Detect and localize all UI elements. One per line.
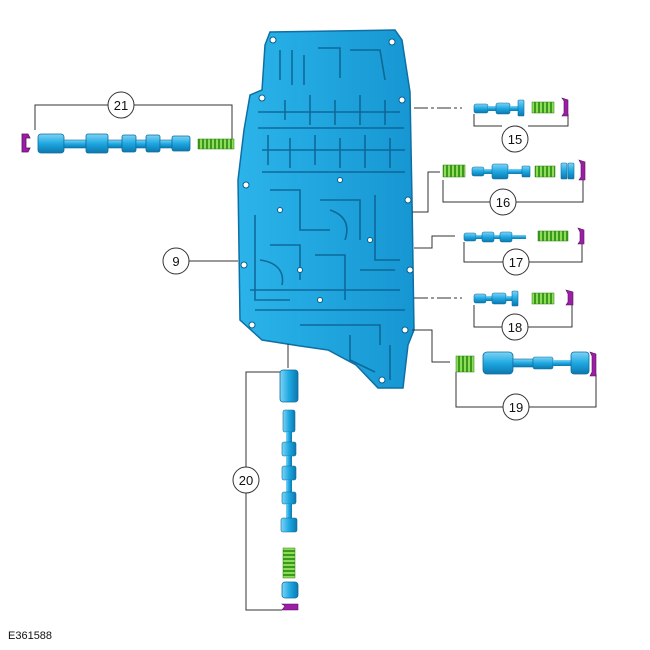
leader-19 — [455, 372, 597, 408]
callout-9: 9 — [162, 247, 190, 275]
callout-16: 16 — [489, 188, 517, 216]
leader-17-axis — [414, 235, 455, 249]
callout-21: 21 — [107, 91, 135, 119]
leader-lines — [34, 104, 597, 611]
valve-assembly-21 — [21, 133, 235, 154]
valve-assembly-17 — [463, 227, 585, 245]
retainer-19 — [589, 351, 597, 377]
callout-20: 20 — [232, 466, 260, 494]
leader-19-axis — [412, 329, 450, 363]
valve-body — [237, 29, 415, 389]
retainer-16 — [578, 159, 586, 181]
spring-16a — [442, 164, 466, 178]
plug-21 — [37, 133, 65, 154]
valve-assembly-15 — [473, 97, 569, 117]
valve-assembly-18 — [473, 289, 574, 307]
retainer-21 — [21, 133, 31, 153]
leader-18 — [473, 305, 573, 328]
leader-15 — [473, 114, 569, 127]
callout-15: 15 — [501, 125, 529, 153]
valve-assembly-19 — [455, 351, 597, 377]
callout-9-label: 9 — [172, 254, 179, 269]
callout-19-label: 19 — [509, 400, 523, 415]
spring-21 — [197, 138, 235, 150]
figure-id: E361588 — [8, 630, 53, 642]
spring-16b — [534, 165, 556, 178]
valve-body-holes — [240, 36, 414, 384]
callout-20-label: 20 — [239, 473, 253, 488]
spring-17 — [537, 230, 569, 242]
valve-assembly-20 — [279, 369, 299, 611]
callout-18: 18 — [501, 313, 529, 341]
spring-20 — [282, 547, 296, 579]
retainer-17 — [577, 227, 585, 245]
retainer-18 — [565, 289, 574, 306]
spring-15 — [531, 101, 555, 114]
callout-15-label: 15 — [508, 132, 522, 147]
callout-21-label: 21 — [114, 98, 128, 113]
leader-16-axis — [412, 171, 440, 213]
callout-17-label: 17 — [509, 255, 523, 270]
callout-16-label: 16 — [496, 195, 510, 210]
plug-20 — [279, 369, 299, 403]
retainer-20 — [281, 603, 299, 611]
valve-assembly-16 — [442, 159, 586, 181]
spring-18 — [531, 292, 555, 305]
callout-19: 19 — [502, 393, 530, 421]
spool-land-21a — [85, 133, 109, 154]
valve-body-channels — [250, 47, 405, 380]
spring-19 — [455, 355, 475, 373]
callout-18-label: 18 — [508, 320, 522, 335]
retainer-15 — [561, 97, 569, 117]
leader-21 — [34, 104, 233, 142]
leader-20 — [245, 371, 282, 611]
leader-17 — [463, 242, 583, 263]
leader-16 — [442, 180, 584, 203]
plug-19 — [482, 351, 514, 375]
callout-17: 17 — [502, 248, 530, 276]
